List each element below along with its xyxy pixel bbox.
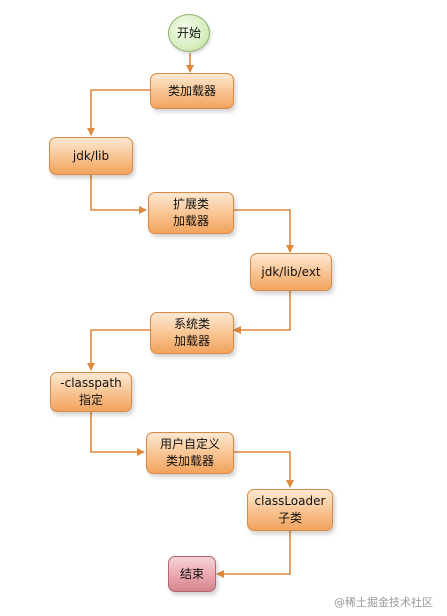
node-label-line: 类加载器 [165, 454, 214, 468]
end-node: 结束 [168, 556, 216, 592]
node-label-line: jdk/lib [72, 148, 110, 163]
arrow-ext-loader-to-jdk-lib-ext [234, 209, 294, 253]
system-class-loader-node: 系统类加载器 [150, 312, 234, 354]
node-label-line: classLoader [254, 494, 326, 508]
extension-class-loader-node: 扩展类加载器 [148, 192, 234, 234]
arrow-classpath-to-user-loader [90, 411, 145, 456]
jdk-lib-ext-node: jdk/lib/ext [250, 253, 332, 291]
arrow-user-loader-to-classloader-sub [234, 451, 294, 488]
class-loader-node: 类加载器 [150, 73, 234, 109]
node-label-line: 指定 [78, 393, 103, 407]
node-label-line: 子类 [277, 511, 302, 525]
node-label-line: 加载器 [173, 334, 210, 348]
arrow-jdk-lib-to-ext-loader [90, 174, 147, 214]
arrow-classloader-sub-to-end [216, 530, 291, 578]
node-label-line: jdk/lib/ext [261, 264, 321, 279]
watermark-text: @稀土掘金技术社区 [334, 596, 433, 609]
node-label-line: 系统类 [173, 317, 210, 331]
arrow-jdk-lib-ext-to-system-loader [233, 290, 291, 334]
jdk-lib-node: jdk/lib [49, 137, 133, 175]
arrow-classloader-to-jdk-lib [87, 89, 150, 136]
start-node: 开始 [168, 14, 210, 52]
node-label-line: 结束 [179, 566, 204, 581]
node-label-line: 扩展类 [172, 197, 209, 211]
node-label-line: 用户自定义 [159, 437, 220, 451]
classpath-node: -classpath 指定 [50, 372, 132, 412]
user-defined-class-loader-node: 用户自定义类加载器 [146, 432, 234, 474]
node-label-line: 开始 [176, 25, 201, 40]
classloader-subclass-node: classLoader 子类 [247, 489, 333, 531]
node-label-line: 类加载器 [167, 83, 216, 98]
node-label-line: 加载器 [172, 214, 209, 228]
arrow-system-loader-to-classpath [87, 329, 150, 371]
node-label-line: -classpath [60, 376, 122, 390]
